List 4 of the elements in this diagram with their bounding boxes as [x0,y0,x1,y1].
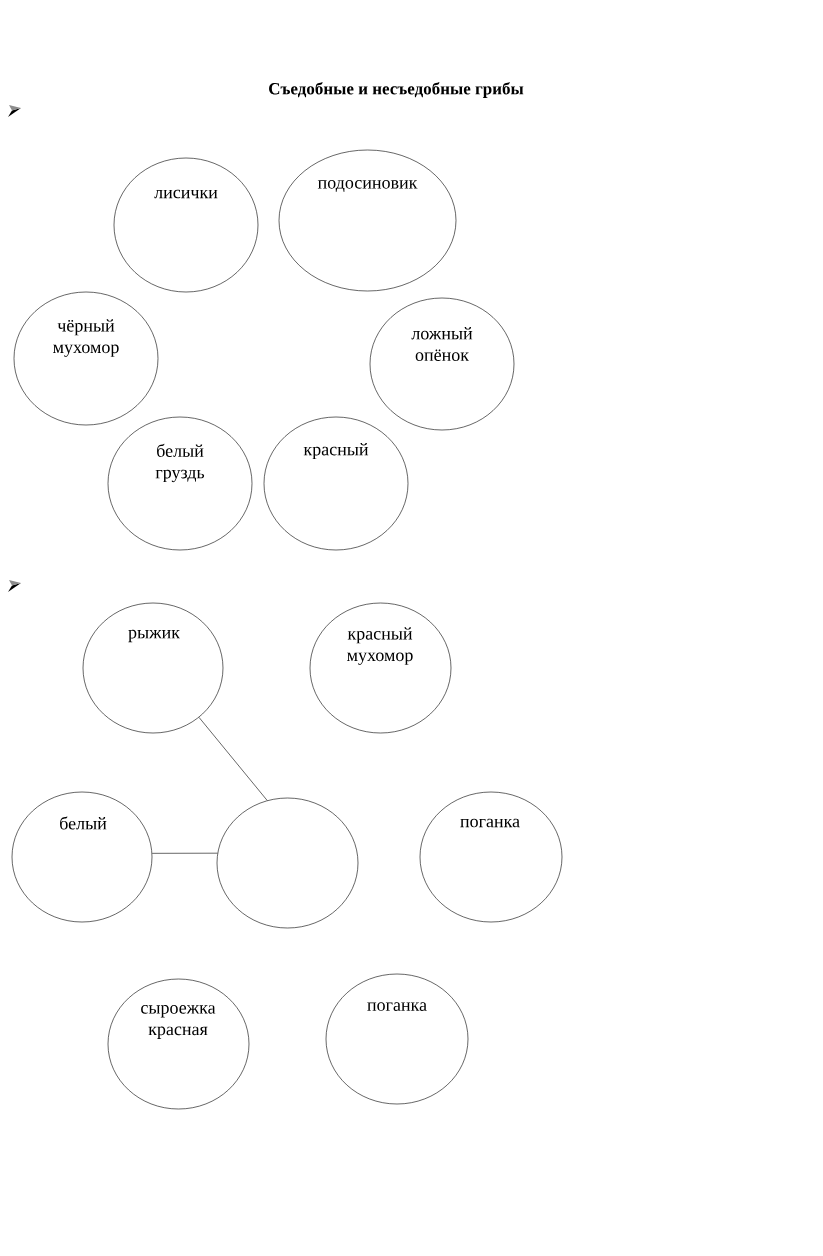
connector-line [151,852,218,854]
title: Съедобные и несъедобные грибы [269,82,524,98]
connector-line [198,717,268,801]
empty-circle [216,797,359,929]
